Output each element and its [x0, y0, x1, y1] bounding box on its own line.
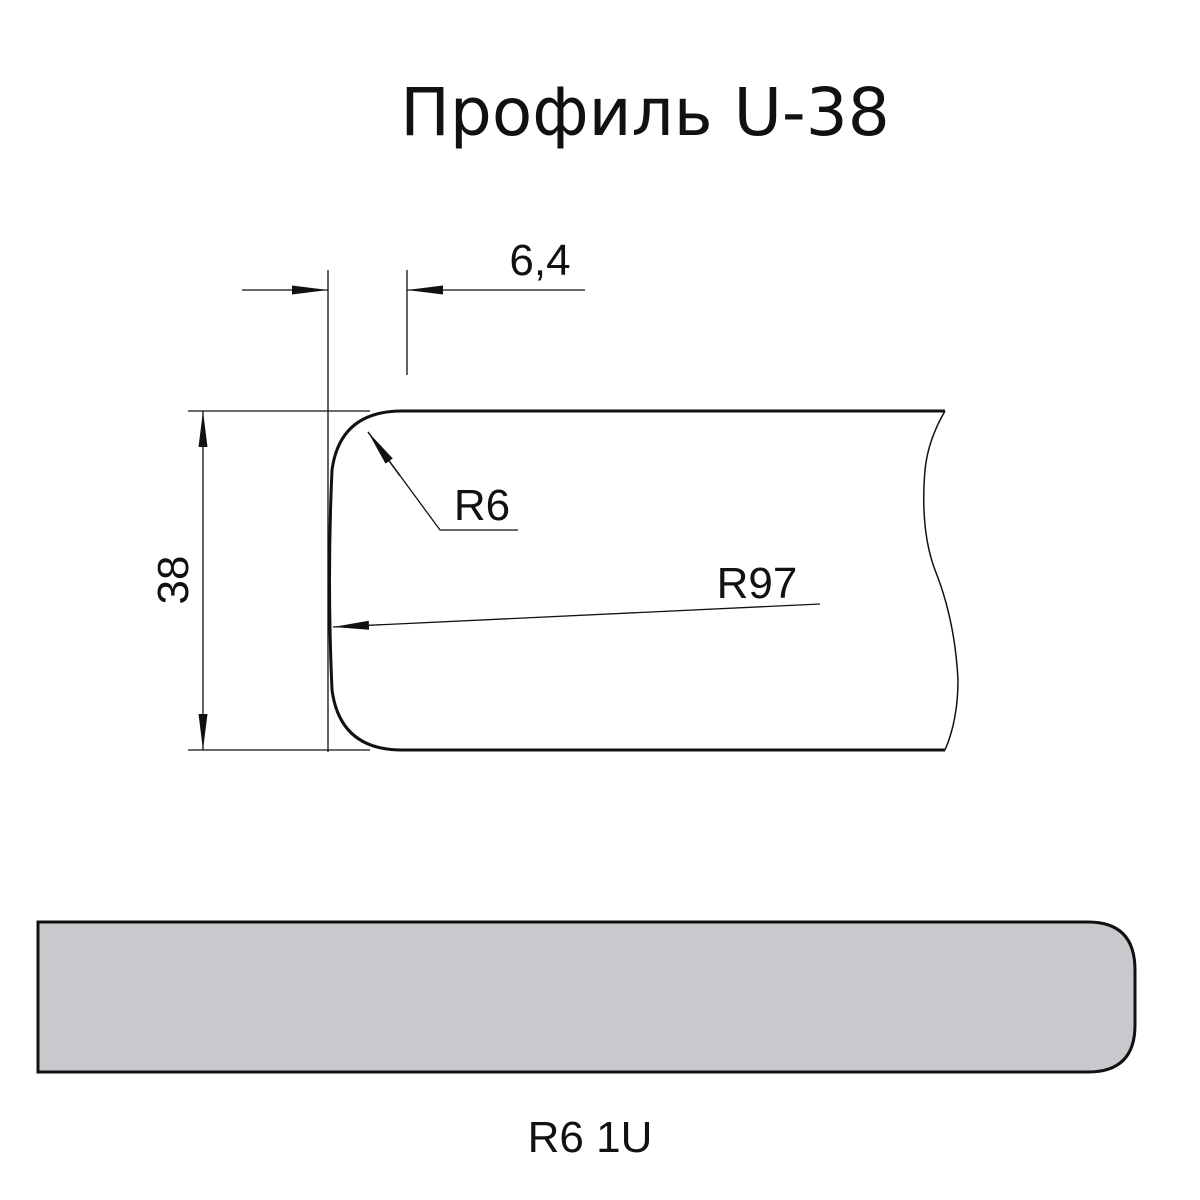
bottom-profile-bar: R6 1U — [36, 920, 1137, 1162]
corner-radius-label: R6 — [454, 481, 510, 530]
face-radius-callout: R97 — [332, 559, 821, 630]
edge-offset-label: 6,4 — [509, 236, 570, 285]
face-radius-label: R97 — [717, 559, 798, 608]
thickness-label: 38 — [149, 556, 198, 605]
edge-offset-dimension: 6,4 — [242, 236, 585, 752]
corner-radius-callout: R6 — [367, 431, 518, 531]
drawing-title: Профиль U-38 — [400, 74, 889, 151]
profile-section — [328, 409, 959, 752]
bottom-profile-label: R6 1U — [528, 1113, 653, 1162]
thickness-dimension: 38 — [149, 410, 370, 751]
